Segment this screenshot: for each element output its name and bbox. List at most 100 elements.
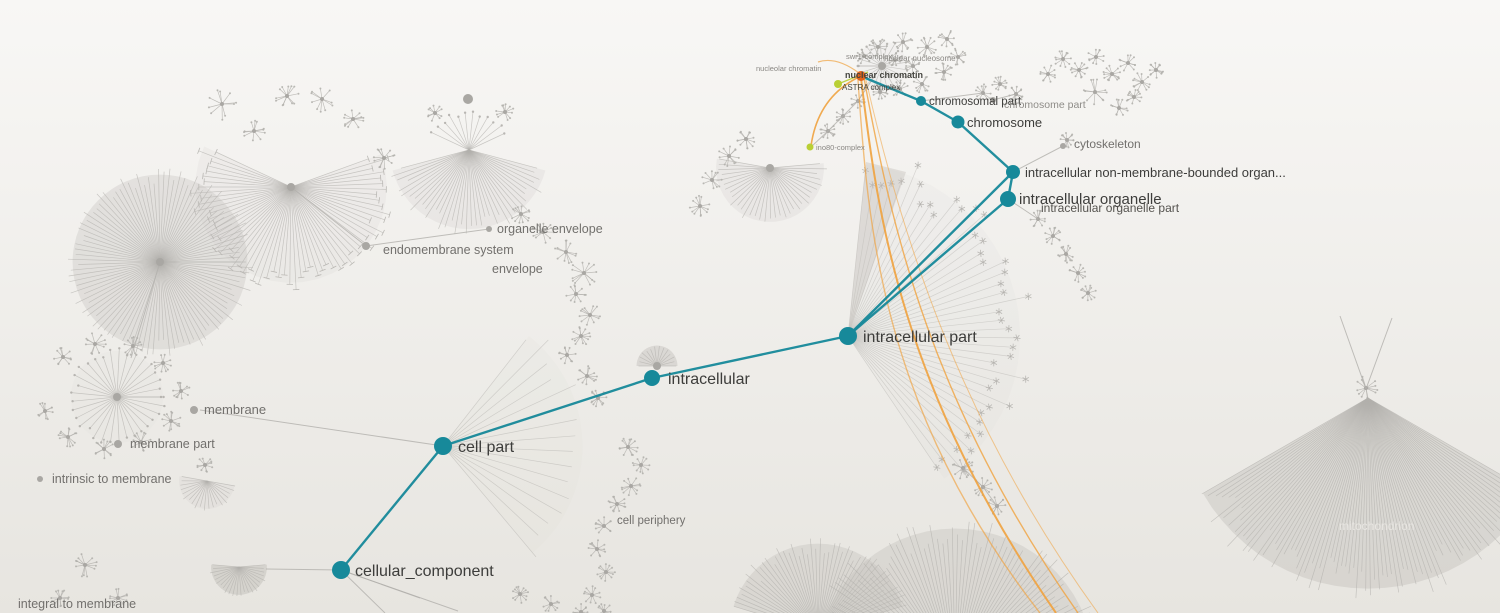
mini-cluster xyxy=(904,57,921,75)
mini-cluster xyxy=(701,170,723,190)
term-nodes xyxy=(332,71,1020,579)
node-ino80-complex[interactable] xyxy=(806,143,814,151)
gray-node[interactable] xyxy=(486,226,492,232)
mini-cluster xyxy=(594,516,612,534)
node-cellular-component[interactable] xyxy=(332,561,350,579)
mini-cluster xyxy=(243,119,266,142)
highlighted-path-edges xyxy=(340,75,1015,571)
node-chromosomal-part[interactable] xyxy=(916,96,926,106)
label-intracellular-organelle[interactable]: intracellular organelle xyxy=(1019,191,1162,208)
label-organelle-envelope[interactable]: organelle envelope xyxy=(497,222,603,236)
gray-node[interactable] xyxy=(156,258,164,266)
node-nuclear-chromatin[interactable] xyxy=(856,71,866,81)
node-cell-part[interactable] xyxy=(434,437,452,455)
gray-node[interactable] xyxy=(990,97,996,103)
label-intrinsic-to-membrane[interactable]: intrinsic to membrane xyxy=(52,472,172,486)
label-chromosomal-part[interactable]: chromosomal part xyxy=(929,96,1022,108)
mini-cluster xyxy=(596,563,616,582)
mini-cluster xyxy=(1110,98,1129,116)
mini-cluster xyxy=(948,47,967,66)
mini-cluster xyxy=(427,104,443,122)
cluster-fan xyxy=(826,521,1092,613)
label-membrane-part[interactable]: membrane part xyxy=(130,437,215,451)
gray-node[interactable] xyxy=(653,362,661,370)
mini-cluster xyxy=(571,326,592,346)
mini-cluster xyxy=(131,431,152,452)
label-intracellular[interactable]: intracellular xyxy=(668,371,750,388)
label-nuclear-chromatin[interactable]: nuclear chromatin xyxy=(845,70,923,80)
mini-cluster xyxy=(618,437,639,456)
label-cellular-component[interactable]: cellular_component xyxy=(355,563,494,580)
mini-cluster xyxy=(578,305,601,326)
mini-cluster xyxy=(495,103,515,121)
cluster-fan xyxy=(733,538,907,613)
label-cytoskeleton[interactable]: cytoskeleton xyxy=(1074,137,1141,151)
label-intracellular-non-membrane-bounded-organ[interactable]: intracellular non-membrane-bounded organ… xyxy=(1025,165,1286,180)
gray-edges xyxy=(130,67,1393,613)
mini-cluster xyxy=(892,32,914,53)
mini-cluster xyxy=(1118,54,1136,72)
node-intracellular-organelle[interactable] xyxy=(1000,191,1016,207)
gray-node[interactable] xyxy=(114,440,122,448)
mini-cluster xyxy=(890,79,909,97)
label-nuclear-nucleosome[interactable]: nuclear nucleosome xyxy=(884,54,956,63)
mini-cluster xyxy=(868,38,888,57)
mini-cluster xyxy=(207,89,238,121)
label-intracellular-organelle-part[interactable]: intracellular organelle part xyxy=(1041,201,1180,215)
label-mitochondrion[interactable]: mitochondrion xyxy=(1339,519,1414,533)
gray-node[interactable] xyxy=(878,62,886,70)
label-swr1-complex[interactable]: swr1-complex xyxy=(846,52,893,61)
mini-cluster xyxy=(554,239,578,264)
mini-cluster xyxy=(607,495,627,513)
label-membrane[interactable]: membrane xyxy=(204,402,266,417)
node-intracellular-non-membrane-bounded-organelle[interactable] xyxy=(1006,165,1020,179)
node-intracellular[interactable] xyxy=(644,370,660,386)
mini-cluster xyxy=(1080,284,1097,302)
gray-node[interactable] xyxy=(1060,143,1066,149)
term-labels: cellular_component cell part intracellular… xyxy=(18,52,1414,611)
mini-cluster xyxy=(75,553,98,578)
cluster-fan xyxy=(847,161,1032,479)
label-integral-to-membrane[interactable]: integral to membrane xyxy=(18,597,136,611)
mini-cluster xyxy=(310,87,334,113)
cluster-fan xyxy=(442,336,583,558)
mini-cluster xyxy=(196,457,214,473)
label-astra-complex[interactable]: ASTRA complex xyxy=(842,83,900,92)
node-intracellular-part[interactable] xyxy=(839,327,857,345)
mini-cluster xyxy=(1054,50,1072,68)
mini-cluster xyxy=(583,585,602,605)
label-cell-periphery[interactable]: cell periphery xyxy=(617,515,686,527)
label-cell-part[interactable]: cell part xyxy=(458,439,515,456)
mini-cluster xyxy=(531,222,555,244)
label-intracellular-part[interactable]: intracellular part xyxy=(863,329,977,346)
label-ino80-complex[interactable]: ino80-complex xyxy=(816,143,865,152)
node-chromosome[interactable] xyxy=(951,115,965,129)
mini-cluster xyxy=(153,353,172,373)
mini-cluster xyxy=(84,332,107,355)
gray-node[interactable] xyxy=(113,393,121,401)
gray-node[interactable] xyxy=(287,183,295,191)
mini-cluster xyxy=(1148,62,1164,79)
gray-node[interactable] xyxy=(362,242,370,250)
mini-cluster xyxy=(161,410,182,432)
mini-cluster xyxy=(94,438,114,460)
mini-cluster xyxy=(512,585,529,604)
label-endomembrane-system[interactable]: endomembrane system xyxy=(383,243,514,257)
mini-cluster xyxy=(108,587,128,607)
cluster-fan xyxy=(210,564,267,597)
gray-node[interactable] xyxy=(463,94,473,104)
gray-node[interactable] xyxy=(766,164,774,172)
label-chromosome[interactable]: chromosome xyxy=(967,115,1042,130)
cluster-fan xyxy=(429,110,506,151)
mini-cluster xyxy=(718,145,740,167)
label-chromosome-part[interactable]: chromosome part xyxy=(1004,99,1086,111)
mini-cluster xyxy=(1132,72,1151,92)
gray-node[interactable] xyxy=(37,476,43,482)
label-nucleolar-chromatin[interactable]: nucleolar chromatin xyxy=(756,64,821,73)
mini-cluster xyxy=(37,402,54,421)
label-envelope[interactable]: envelope xyxy=(492,262,543,276)
gray-node[interactable] xyxy=(190,406,198,414)
node-astra-complex[interactable] xyxy=(834,80,842,88)
